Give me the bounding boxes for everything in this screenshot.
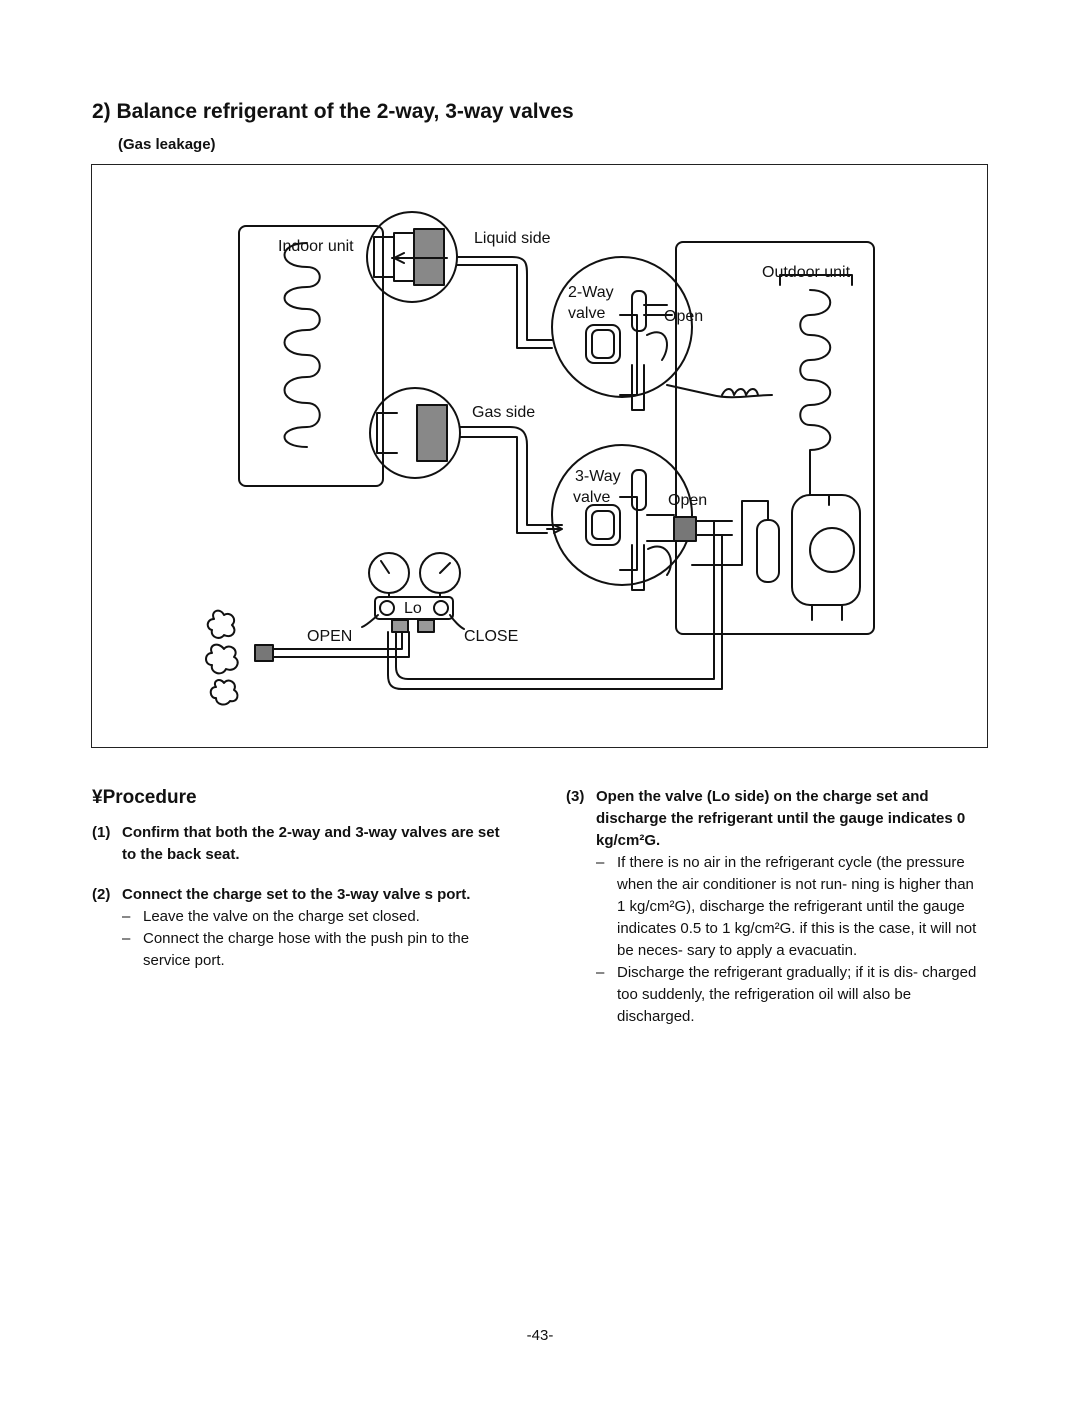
- indoor-unit-box: [238, 225, 384, 487]
- label-three-way-open: Open: [668, 492, 707, 509]
- bullet-text: Connect the charge hose with the push pi…: [143, 930, 470, 969]
- page-number: -43-: [526, 1327, 554, 1344]
- label-three-way: 3-Way: [575, 468, 621, 485]
- spring-coil: [721, 388, 759, 396]
- gas-puff-icon: [209, 679, 239, 706]
- label-open: OPEN: [307, 628, 352, 645]
- compressor: [791, 494, 861, 606]
- gas-puff-icon: [206, 609, 236, 639]
- step-number: (3): [566, 788, 585, 805]
- step-text: Confirm that both the 2-way and 3-way va…: [122, 824, 500, 863]
- section-title: 2) Balance refrigerant of the 2-way, 3-w…: [92, 100, 574, 123]
- step-text: Open the valve (Lo side) on the charge s…: [596, 788, 966, 849]
- gas-puff-icon: [205, 643, 239, 675]
- bullet-text: Discharge the refrigerant gradually; if …: [617, 964, 977, 1025]
- service-port: [673, 516, 697, 542]
- three-way-valve-magnifier: [551, 444, 693, 586]
- procedure-left-column: (1) Confirm that both the 2-way and 3-wa…: [92, 822, 512, 972]
- label-indoor-unit: Indoor unit: [278, 238, 354, 255]
- list-item: – Connect the charge hose with the push …: [122, 930, 470, 969]
- step-2: (2) Connect the charge set to the 3-way …: [92, 884, 512, 906]
- indoor-coil: [283, 242, 321, 448]
- refrigerant-diagram: Indoor unit Liquid side Outdoor unit 2-W…: [91, 164, 988, 748]
- procedure-heading: ¥Procedure: [92, 787, 197, 808]
- outdoor-coil: [799, 289, 831, 506]
- outdoor-unit-box: [675, 241, 875, 635]
- step-number: (2): [92, 886, 111, 903]
- gas-fitting-magnifier: [369, 387, 461, 479]
- label-outdoor-unit: Outdoor unit: [762, 264, 851, 281]
- list-item: – Discharge the refrigerant gradually; i…: [596, 964, 977, 1025]
- label-two-way-valve: valve: [568, 305, 605, 322]
- bullet-text: Leave the valve on the charge set closed…: [143, 908, 420, 925]
- label-two-way-open: Open: [664, 308, 703, 325]
- hose-fitting: [254, 644, 274, 662]
- label-lo: Lo: [404, 600, 422, 617]
- accumulator: [756, 519, 780, 583]
- procedure-right-column: (3) Open the valve (Lo side) on the char…: [566, 786, 986, 1028]
- step-1: (1) Confirm that both the 2-way and 3-wa…: [92, 822, 512, 866]
- label-gas-side: Gas side: [472, 404, 535, 421]
- step-text: Connect the charge set to the 3-way valv…: [122, 886, 471, 903]
- figure-subtitle: (Gas leakage): [118, 136, 216, 153]
- step-number: (1): [92, 824, 111, 841]
- two-way-valve-magnifier: [551, 256, 693, 398]
- charge-hose-center: [267, 631, 410, 658]
- label-liquid-side: Liquid side: [474, 230, 551, 247]
- label-close: CLOSE: [464, 628, 518, 645]
- step-3: (3) Open the valve (Lo side) on the char…: [566, 786, 986, 852]
- manifold: [374, 596, 454, 620]
- label-two-way: 2-Way: [568, 284, 614, 301]
- list-item: – If there is no air in the refrigerant …: [596, 854, 977, 959]
- bullet-text: If there is no air in the refrigerant cy…: [617, 854, 977, 959]
- label-three-way-valve: valve: [573, 489, 610, 506]
- list-item: – Leave the valve on the charge set clos…: [122, 908, 420, 925]
